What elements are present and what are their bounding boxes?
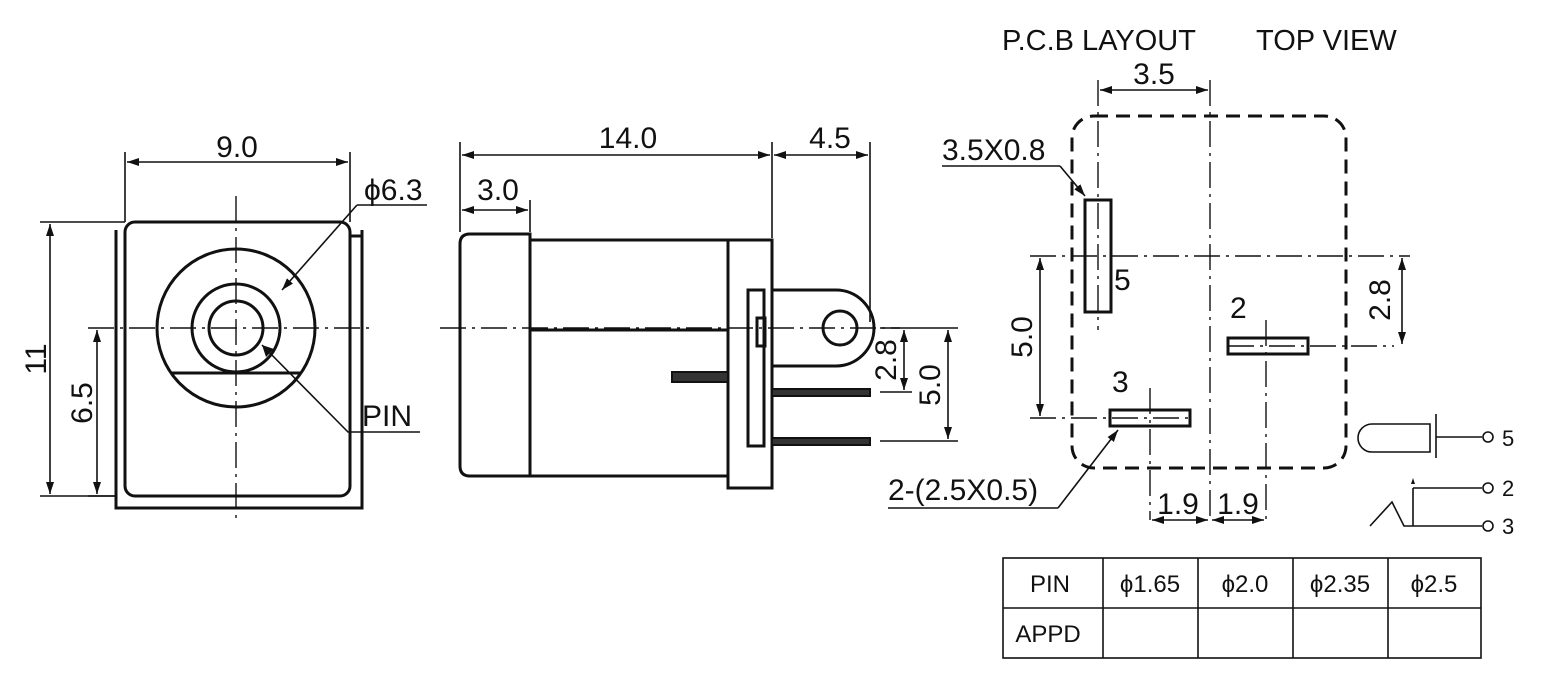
pin-lower bbox=[771, 437, 871, 446]
pin-pitch-label: 5.0 bbox=[914, 364, 947, 406]
bottom-left-label: 1.9 bbox=[1157, 488, 1199, 521]
side-front-section bbox=[458, 232, 532, 478]
pcb-pin-3-label: 3 bbox=[1112, 366, 1129, 399]
table-header-pin: PIN bbox=[1030, 571, 1070, 598]
pin-leader bbox=[261, 344, 420, 433]
pcb-pin-5-label: 5 bbox=[1114, 264, 1131, 297]
schematic-label-5: 5 bbox=[1502, 426, 1514, 451]
pin-offset-label: 2.8 bbox=[870, 339, 903, 381]
slot-small-label: 2-(2.5X0.5) bbox=[888, 474, 1038, 507]
pcb-outline bbox=[1070, 114, 1348, 470]
vertical-pitch-label: 5.0 bbox=[1006, 316, 1039, 358]
front-body bbox=[123, 220, 352, 498]
bottom-right-label: 1.9 bbox=[1217, 488, 1259, 521]
pin-label: PIN bbox=[362, 400, 412, 433]
side-flange bbox=[726, 238, 774, 490]
top-pitch-label: 3.5 bbox=[1133, 58, 1175, 91]
table-header-3: ϕ2.35 bbox=[1310, 571, 1370, 598]
schematic-label-3: 3 bbox=[1502, 514, 1514, 539]
right-offset-label: 2.8 bbox=[1364, 279, 1397, 321]
slot-large-leader bbox=[1059, 165, 1086, 197]
top-view-title: TOP VIEW bbox=[1256, 25, 1397, 57]
schematic-terminal-2 bbox=[1482, 482, 1494, 494]
slot-small-leader bbox=[1057, 429, 1119, 509]
bore-diameter-label: ϕ6.3 bbox=[364, 174, 423, 207]
pin-schematic: 5 2 3 bbox=[1357, 414, 1514, 539]
schematic-label-2: 2 bbox=[1502, 476, 1514, 501]
schematic-terminal-3 bbox=[1482, 520, 1494, 532]
pcb-pin-2-label: 2 bbox=[1230, 292, 1247, 325]
table-header-2: ϕ2.0 bbox=[1222, 571, 1269, 598]
front-view: 9.0 11 6.5 ϕ6.3 PIN bbox=[20, 131, 427, 522]
front-flange-outline bbox=[114, 230, 364, 510]
body-length-label: 14.0 bbox=[599, 122, 657, 155]
table-row-appd-label: APPD bbox=[1015, 621, 1080, 648]
side-body bbox=[530, 238, 730, 478]
slot-pin-5 bbox=[1083, 198, 1113, 314]
front-length-label: 3.0 bbox=[477, 174, 519, 207]
side-view: 14.0 4.5 3.0 2.8 5.0 bbox=[440, 122, 958, 490]
table-header-1: ϕ1.65 bbox=[1120, 571, 1180, 598]
bore-leader bbox=[281, 204, 358, 291]
table-header-4: ϕ2.5 bbox=[1411, 571, 1458, 598]
schematic-switch bbox=[1369, 500, 1482, 527]
pcb-layout: P.C.B LAYOUT TOP VIEW 5 2 3 3.5 3.5X0.8 … bbox=[888, 25, 1410, 524]
height-dimension-label: 11 bbox=[20, 343, 53, 374]
pin-table: PIN ϕ1.65 ϕ2.0 ϕ2.35 ϕ2.5 APPD bbox=[1002, 557, 1482, 659]
schematic-terminal-5 bbox=[1482, 431, 1494, 443]
pin-upper bbox=[771, 388, 871, 397]
slot-large-label: 3.5X0.8 bbox=[942, 134, 1045, 167]
schematic-plug bbox=[1357, 423, 1431, 453]
pin-stub bbox=[671, 371, 729, 383]
slot-pin-3 bbox=[1108, 408, 1192, 428]
pin-height-dimension-label: 6.5 bbox=[66, 382, 99, 424]
pcb-layout-title: P.C.B LAYOUT bbox=[1002, 25, 1196, 57]
tab-length-label: 4.5 bbox=[809, 122, 851, 155]
width-dimension-label: 9.0 bbox=[216, 131, 258, 164]
